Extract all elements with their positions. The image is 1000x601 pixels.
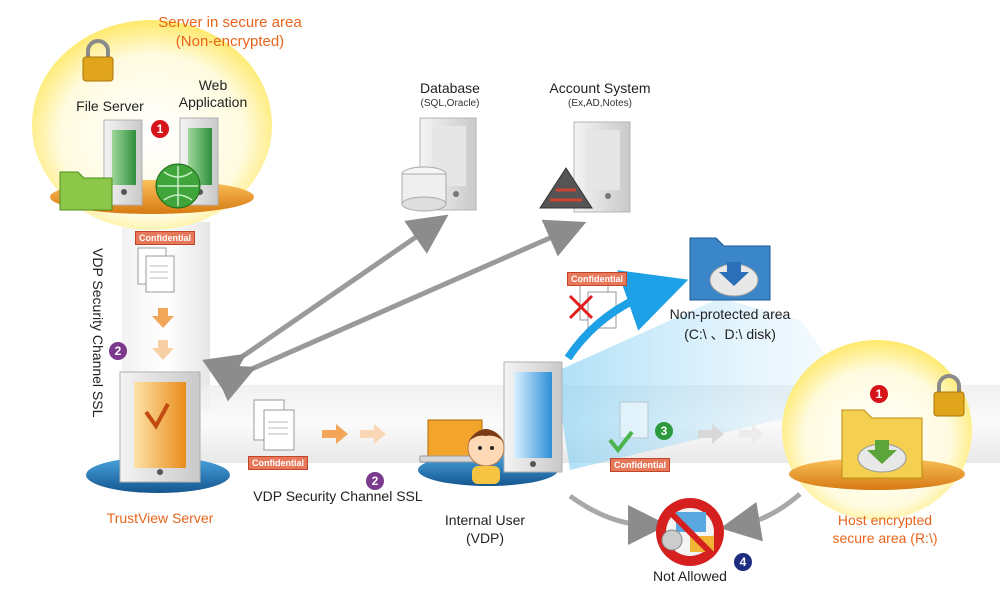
right-arrow-2 [360,424,386,444]
not-allowed-icon [656,498,724,566]
step-badge-4: 4 [734,553,752,571]
lock-icon [933,374,965,417]
arrow-host-notallowed [720,492,802,542]
non-protected-line2: (C:\ 、D:\ disk) [684,326,776,342]
arrow-to-non-protected [564,270,689,361]
account-system-sublabel: (Ex,AD,Notes) [568,98,632,109]
encrypted-folder-icon [841,409,923,479]
vdp-channel-horizontal-label: VDP Security Channel SSL [253,488,423,504]
document-icon [253,399,295,451]
confidential-tag: Confidential [135,231,195,245]
file-server-label: File Server [76,98,144,114]
vdp-channel-vertical-text: VDP Security Channel SSL [90,248,106,418]
trustview-label: TrustView Server [106,510,214,526]
internal-user-line2: (VDP) [465,530,505,546]
protected-folder-icon [689,237,771,301]
web-app-label-line1: Web [198,77,228,93]
database-server-icon [401,117,477,212]
document-icon [137,247,175,293]
user-avatar-icon [467,429,505,484]
host-encrypted-line1: Host encrypted [837,512,933,528]
arrow-trustview-account [211,219,587,402]
down-arrow-2 [152,340,174,360]
right-arrow-1 [322,424,348,444]
step-badge-2: 2 [366,472,384,490]
internal-user-line1: Internal User [444,512,526,528]
step-badge-2: 2 [109,342,127,360]
step-badge-1: 1 [870,385,888,403]
step-badge-1: 1 [151,120,169,138]
globe-icon [155,163,201,209]
confidential-tag: Confidential [248,456,308,470]
folder-icon [59,171,113,211]
account-server-icon [539,121,631,213]
database-sublabel: (SQL,Oracle) [420,98,480,109]
internal-user-server-icon [503,361,563,473]
vdp-channel-vertical-label: VDP Security Channel SSL [88,248,112,428]
host-encrypted-line2: secure area (R:\) [832,530,938,546]
arrow-trustview-database [202,214,449,393]
checkmark-icon [608,430,634,454]
confidential-tag: Confidential [610,458,670,472]
cross-icon [568,294,594,320]
non-encrypted-subtitle: (Non-encrypted) [175,33,285,50]
confidential-tag: Confidential [567,272,627,286]
secure-area-title: Server in secure area [158,14,302,31]
trustview-server-icon [119,371,201,483]
arrow-user-notallowed [568,493,668,545]
right-arrow-4 [738,424,764,444]
not-allowed-label: Not Allowed [653,568,727,584]
web-app-label-line2: Application [178,94,248,110]
down-arrow-1 [152,308,174,328]
right-arrow-3 [698,424,724,444]
account-system-label: Account System [549,80,651,96]
step-badge-3: 3 [655,422,673,440]
non-protected-line1: Non-protected area [669,306,791,322]
database-label: Database [420,80,480,96]
lock-icon [82,39,114,82]
document-icon [619,401,649,439]
